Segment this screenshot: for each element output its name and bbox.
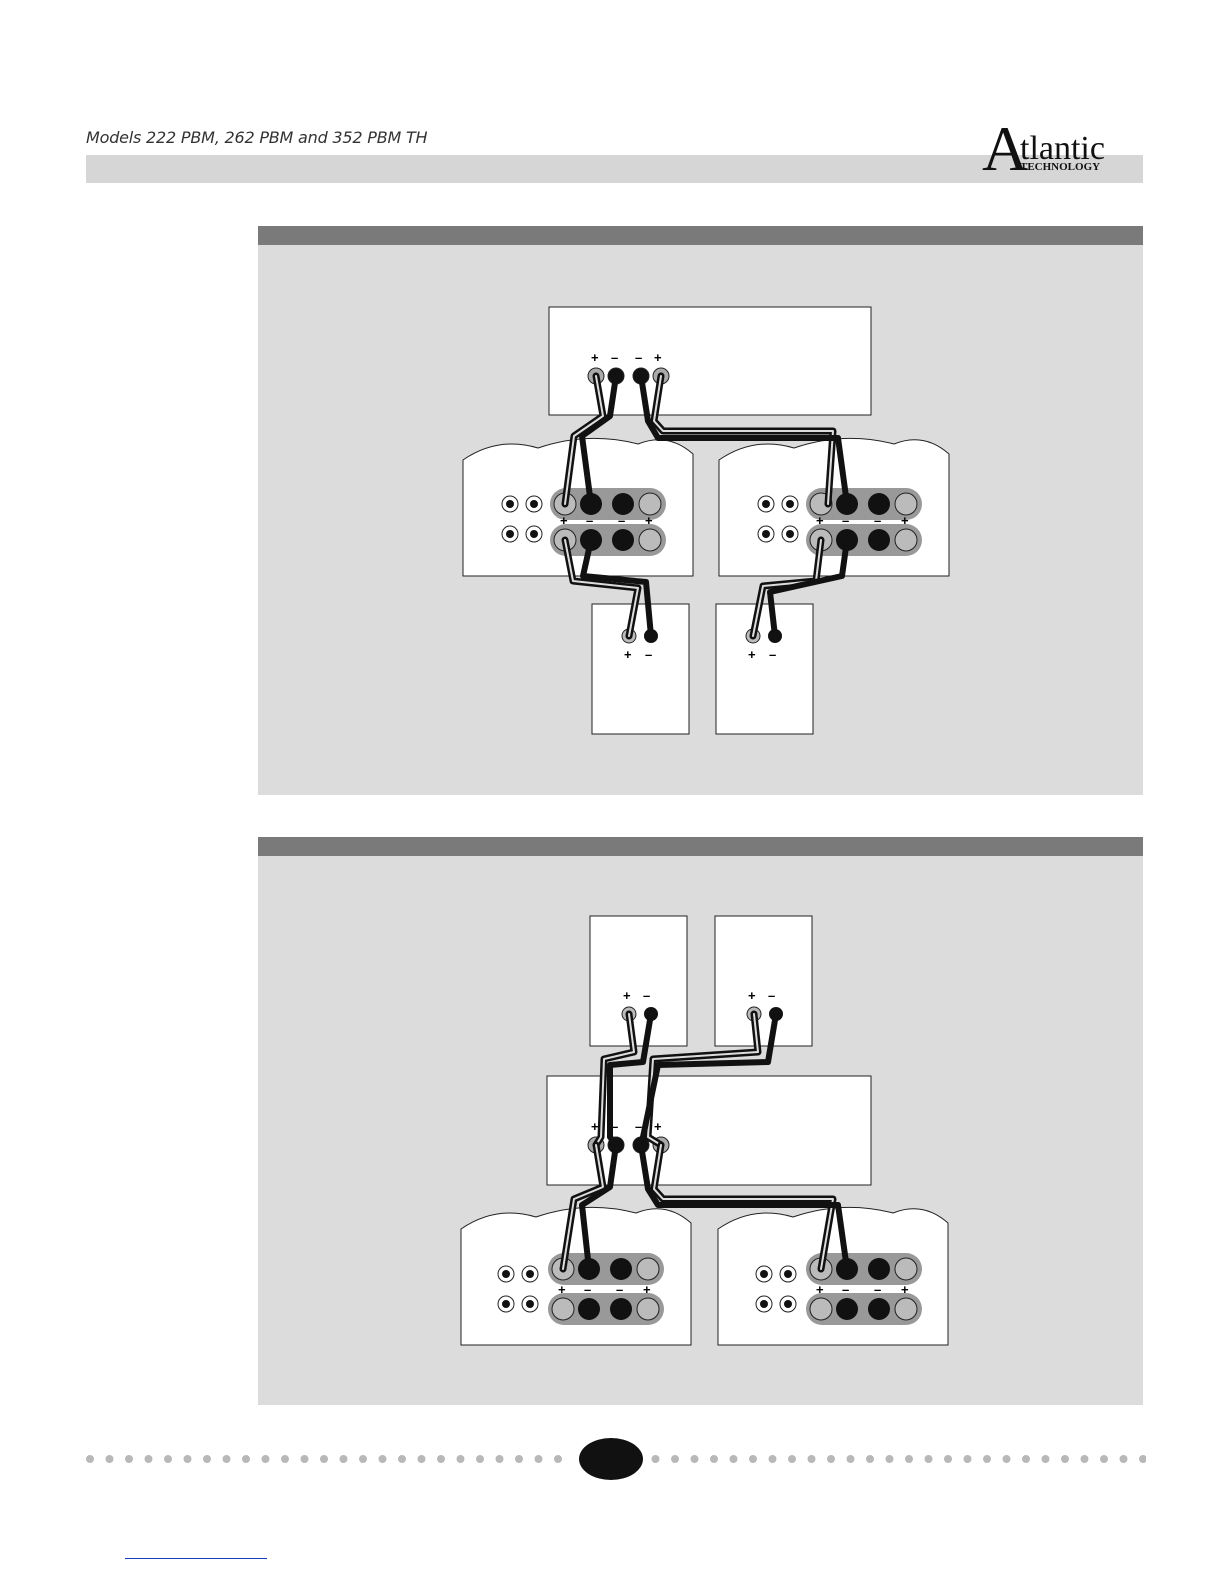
footer-dot [1003, 1455, 1011, 1463]
footer-dot [515, 1455, 523, 1463]
terminal-label: – [616, 1282, 623, 1297]
footer-dot [905, 1455, 913, 1463]
footer-dot [788, 1455, 796, 1463]
page-number-oval [579, 1438, 643, 1480]
terminal-label: + [748, 647, 756, 662]
terminal-label: + [816, 513, 824, 528]
wiring-diagram-2: + – + – + – – + + – – + [258, 837, 1143, 1405]
footer-dot [320, 1455, 328, 1463]
footer-dot [671, 1455, 679, 1463]
footer-dot [242, 1455, 250, 1463]
terminal-label: – [635, 350, 642, 365]
terminal-label: + [654, 1119, 662, 1134]
footer-dot [554, 1455, 562, 1463]
footer-dot [476, 1455, 484, 1463]
footer-dot [496, 1455, 504, 1463]
terminal-label: + [748, 988, 756, 1003]
terminal-label: – [842, 513, 849, 528]
terminal-label: – [586, 513, 593, 528]
speaker-left-box [590, 916, 687, 1046]
footer-dot [106, 1455, 114, 1463]
footer-dot [652, 1455, 660, 1463]
footer-dot [340, 1455, 348, 1463]
terminal-label: + [560, 513, 568, 528]
footer-dot [1100, 1455, 1108, 1463]
footer-dot [964, 1455, 972, 1463]
footer-dot [847, 1455, 855, 1463]
svg-text:TECHNOLOGY: TECHNOLOGY [1020, 161, 1100, 173]
speaker-right-box [715, 916, 812, 1046]
footer-dot [457, 1455, 465, 1463]
footer-dot [262, 1455, 270, 1463]
footer-dot [359, 1455, 367, 1463]
terminal-label: – [611, 350, 618, 365]
speaker-left-box [592, 604, 689, 734]
footer-dot [437, 1455, 445, 1463]
footer-link-underline [125, 1558, 267, 1559]
footer-dot [301, 1455, 309, 1463]
footer-dot [281, 1455, 289, 1463]
footer-dot [1139, 1455, 1146, 1463]
footer-dot [1061, 1455, 1069, 1463]
footer-dot [769, 1455, 777, 1463]
terminal-label: – [643, 988, 650, 1003]
wiring-diagram-panel-1: + – – + + – – + + – [258, 226, 1143, 795]
footer-dot [1081, 1455, 1089, 1463]
footer-dot [145, 1455, 153, 1463]
footer-dot [710, 1455, 718, 1463]
terminal-label: + [901, 513, 909, 528]
footer-dot [730, 1455, 738, 1463]
terminal-label: + [645, 513, 653, 528]
footer-dot [808, 1455, 816, 1463]
terminal-label: – [874, 513, 881, 528]
terminal-label: + [654, 350, 662, 365]
terminal-label: + [623, 988, 631, 1003]
footer-dot [691, 1455, 699, 1463]
terminal-label: – [874, 1282, 881, 1297]
terminal-label: + [624, 647, 632, 662]
footer-dot [184, 1455, 192, 1463]
footer-dot [164, 1455, 172, 1463]
terminal-label: – [618, 513, 625, 528]
terminal-label: – [584, 1282, 591, 1297]
terminal-label: + [901, 1282, 909, 1297]
footer-dot [1120, 1455, 1128, 1463]
footer-dot [925, 1455, 933, 1463]
wiring-diagram-panel-2: + – + – + – – + + – – + [258, 837, 1143, 1405]
terminal-label: – [769, 647, 776, 662]
footer-dot [827, 1455, 835, 1463]
footer-dot [86, 1455, 94, 1463]
document-header-title: Models 222 PBM, 262 PBM and 352 PBM TH [86, 128, 427, 147]
terminal-label: – [842, 1282, 849, 1297]
footer-dot [1042, 1455, 1050, 1463]
speaker-right-box [716, 604, 813, 734]
footer-dot [944, 1455, 952, 1463]
atlantic-technology-logo: A tlantic TECHNOLOGY [980, 112, 1145, 174]
footer-dot [535, 1455, 543, 1463]
footer-dot [418, 1455, 426, 1463]
footer-dot [379, 1455, 387, 1463]
terminal-label: + [816, 1282, 824, 1297]
footer-dot [749, 1455, 757, 1463]
footer-dot [983, 1455, 991, 1463]
footer-dot [223, 1455, 231, 1463]
terminal-label: – [645, 647, 652, 662]
terminal-label: + [591, 350, 599, 365]
footer-dot [866, 1455, 874, 1463]
footer-dot [1022, 1455, 1030, 1463]
footer-dot [125, 1455, 133, 1463]
footer-dot [886, 1455, 894, 1463]
footer-dot [398, 1455, 406, 1463]
terminal-label: + [558, 1282, 566, 1297]
terminal-label: + [643, 1282, 651, 1297]
footer-dot [203, 1455, 211, 1463]
wiring-diagram-1: + – – + + – – + + – [258, 226, 1143, 795]
terminal-label: – [768, 988, 775, 1003]
